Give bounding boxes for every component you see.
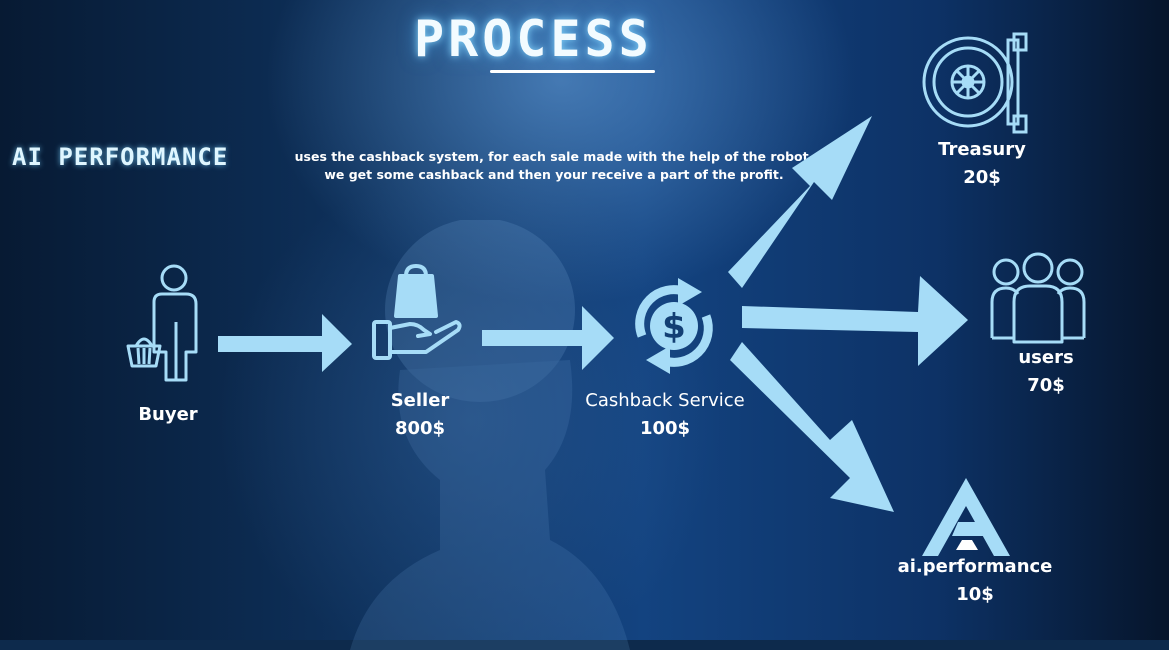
buyer-node: Buyer <box>118 401 218 429</box>
arrow-cashback-to-treasury <box>728 116 872 288</box>
users-label: users <box>1018 347 1074 368</box>
background-head-silhouette <box>350 220 630 650</box>
users-group-icon <box>990 252 1086 344</box>
treasury-label: Treasury <box>938 139 1026 160</box>
buyer-with-basket-icon <box>126 264 198 382</box>
ai-performance-node: ai.performance 10$ <box>880 553 1070 609</box>
seller-label: Seller <box>390 390 450 411</box>
page-title: PROCESS <box>414 10 653 68</box>
seller-node: Seller 800$ <box>360 387 480 443</box>
cashback-node: Cashback Service 100$ <box>565 387 765 443</box>
users-node: users 70$ <box>986 344 1106 400</box>
treasury-node: Treasury 20$ <box>922 136 1042 192</box>
dollar-cycle-icon: $ <box>635 278 713 374</box>
ai-performance-logo-icon <box>922 478 1010 556</box>
users-amount: 70$ <box>1027 375 1065 396</box>
buyer-label: Buyer <box>138 404 198 425</box>
arrow-seller-to-cashback <box>482 306 614 370</box>
hand-with-bag-icon <box>372 264 462 360</box>
vault-icon <box>922 32 1028 134</box>
brand-name: AI PERFORMANCE <box>12 143 229 171</box>
arrow-buyer-to-seller <box>218 314 352 372</box>
svg-text:$: $ <box>662 307 686 347</box>
title-underline <box>490 70 655 73</box>
description-text: uses the cashback system, for each sale … <box>294 149 814 182</box>
ai-performance-label: ai.performance <box>897 556 1053 577</box>
seller-amount: 800$ <box>394 418 446 439</box>
arrow-cashback-to-users <box>742 276 968 366</box>
treasury-amount: 20$ <box>963 167 1001 188</box>
cashback-label: Cashback Service <box>585 390 745 411</box>
cashback-amount: 100$ <box>639 418 691 439</box>
arrow-cashback-to-ai <box>730 342 894 512</box>
ai-performance-amount: 10$ <box>956 584 994 605</box>
